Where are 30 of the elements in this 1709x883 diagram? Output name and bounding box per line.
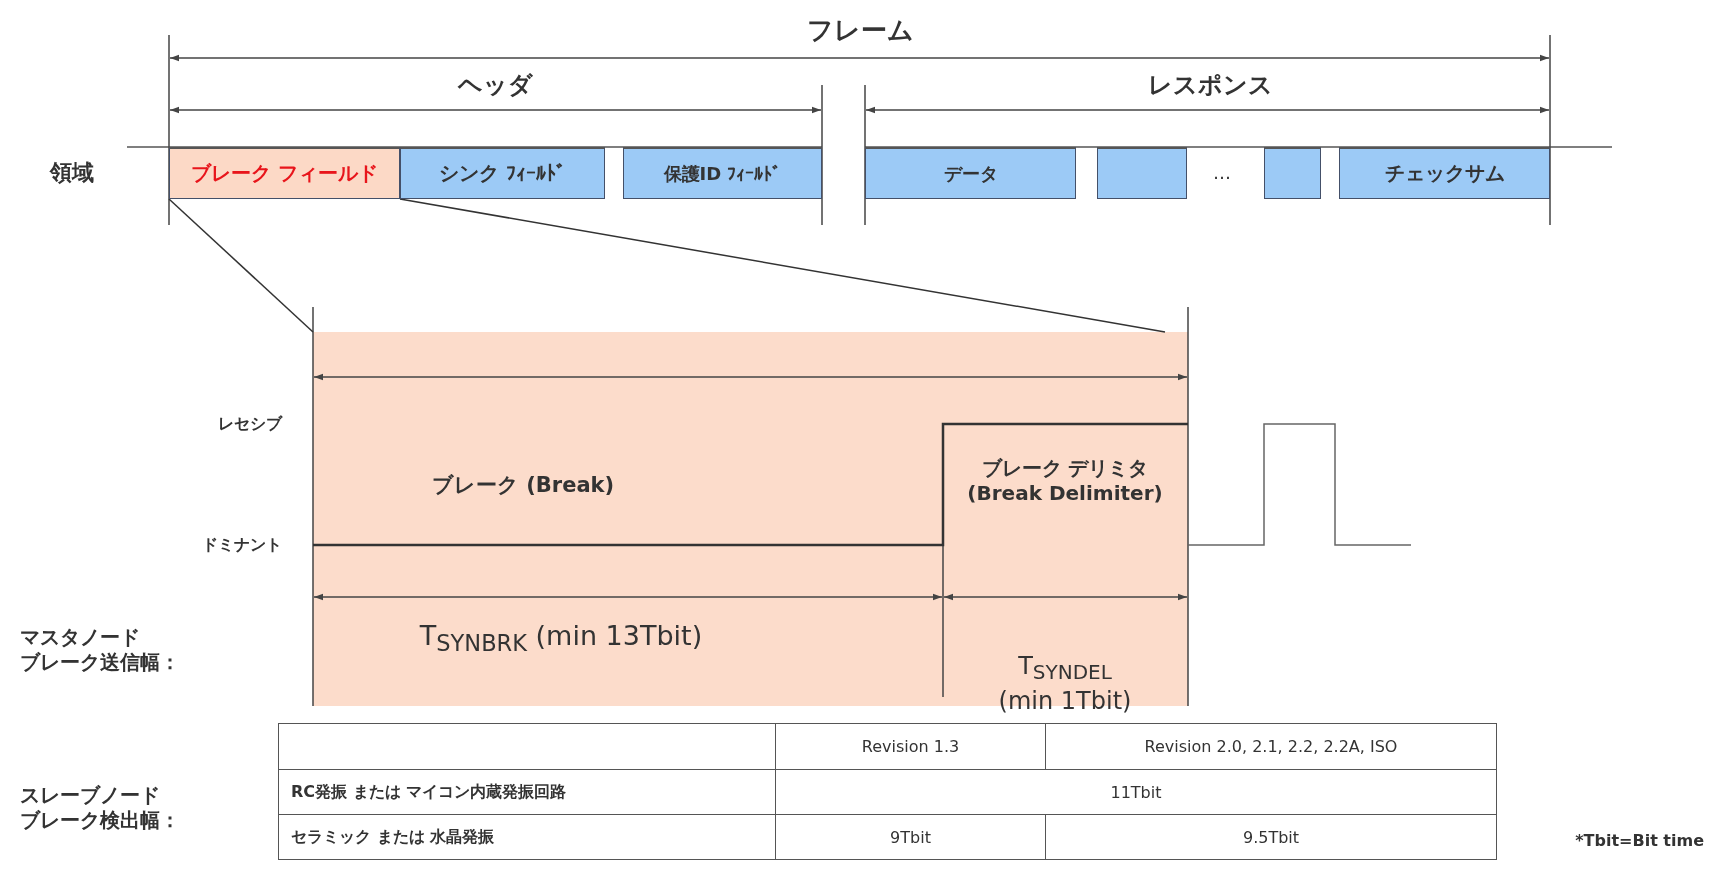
zoom-line (399, 198, 1166, 333)
response-label: レスポンス (1147, 70, 1273, 100)
table-cell: セラミック または 水晶発振 (278, 814, 776, 860)
field-box: ブレーク フィールド (169, 147, 400, 199)
field-box (1097, 147, 1187, 199)
level-label: ドミナント (202, 535, 282, 555)
field-box: チェックサム (1339, 147, 1550, 199)
table-cell: 9Tbit (775, 814, 1046, 860)
note: *Tbit=Bit time (1575, 831, 1704, 851)
frame-label: フレーム (806, 13, 914, 47)
table-cell: 11Tbit (775, 769, 1497, 815)
duration-label: T$_{SYNBRK}$ (min 13Tbit) (419, 618, 703, 658)
table-cell: 9.5Tbit (1045, 814, 1497, 860)
header-label: ヘッダ (457, 70, 533, 100)
table-cell: Revision 2.0, 2.1, 2.2, 2.2A, ISO (1045, 723, 1497, 770)
duration-label: T$_{SYNDEL}$ (min 1Tbit) (997, 650, 1133, 716)
segment-label: ブレーク (Break) (431, 471, 615, 499)
table-cell: Revision 1.3 (775, 723, 1046, 770)
row-label: 領域 (50, 159, 94, 187)
field-box (1264, 147, 1321, 199)
segment-label: ブレーク デリミタ (Break Delimiter) (966, 456, 1164, 506)
zoom-line (168, 198, 314, 333)
table-cell: RC発振 または マイコン内蔵発振回路 (278, 769, 776, 815)
side-label: マスタノードブレーク送信幅： (20, 625, 180, 675)
level-label: レセシブ (218, 414, 282, 434)
field-box: 保護ID ﾌｨｰﾙﾄﾞ (623, 147, 822, 199)
side-label: スレーブノードブレーク検出幅： (20, 783, 180, 833)
ellipsis: … (1213, 161, 1231, 185)
field-box: シンク ﾌｨｰﾙﾄﾞ (400, 147, 605, 199)
field-box: データ (865, 147, 1076, 199)
